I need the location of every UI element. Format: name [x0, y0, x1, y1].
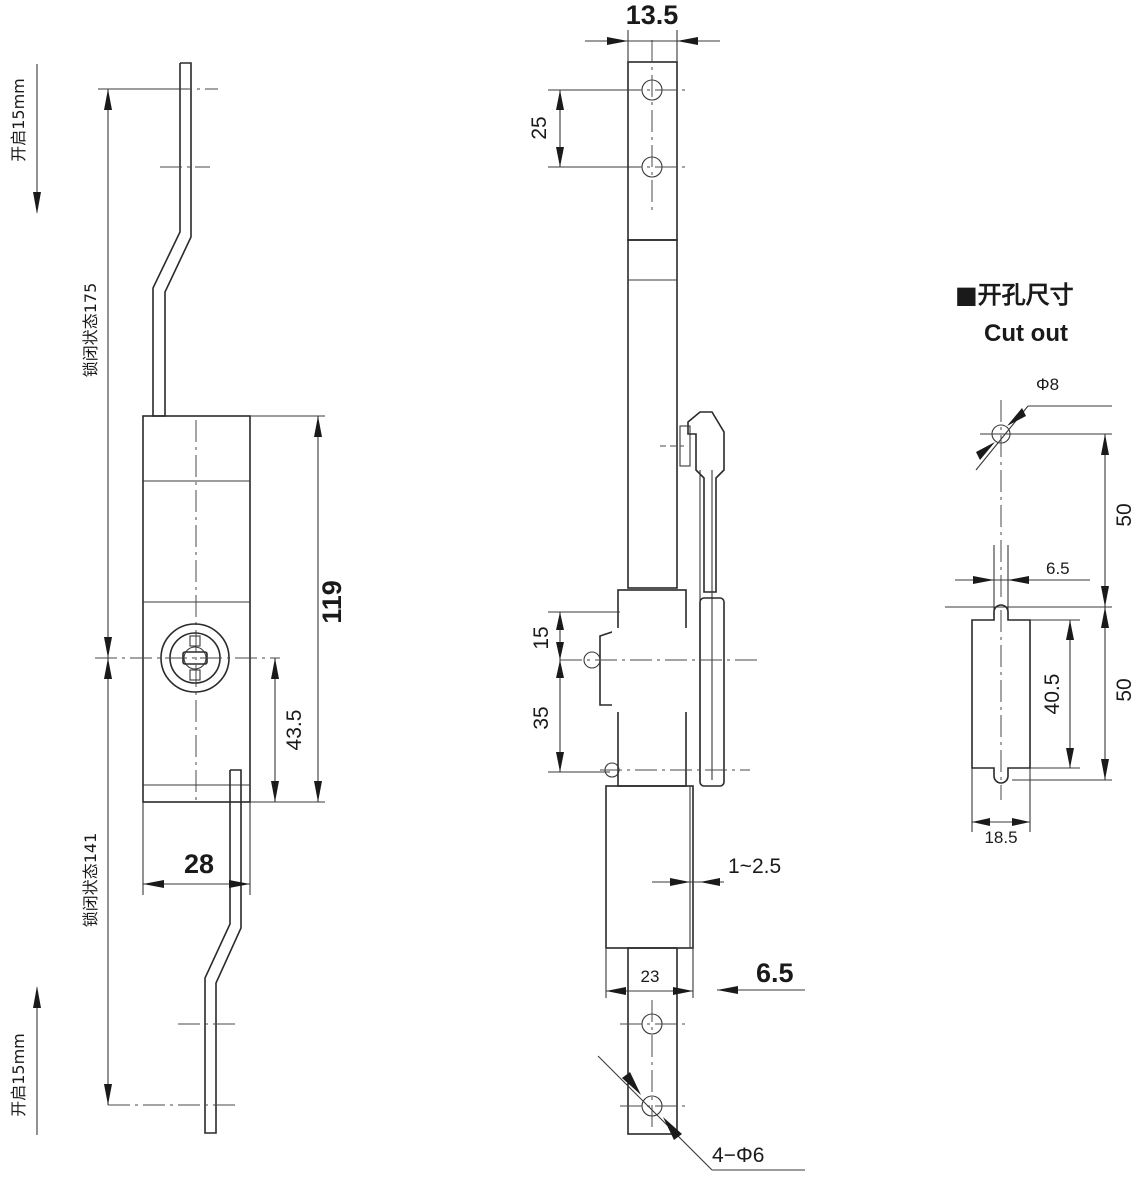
dim-43-5: 43.5: [283, 710, 306, 751]
dim-18-5: 18.5: [984, 828, 1017, 847]
dim-6-5-side: 6.5: [756, 958, 794, 988]
dim-25: 25: [528, 116, 551, 139]
leader-line: [597, 1055, 713, 1171]
dim-locked-175: 锁闭状态175: [81, 283, 100, 378]
upper-rod: [152, 62, 192, 417]
cutout-title-cn: ■开孔尺寸: [955, 281, 1074, 309]
dim-13-5: 13.5: [626, 0, 679, 30]
dim-1-2-5: 1~2.5: [728, 855, 781, 878]
lower-rod: [204, 769, 242, 1134]
dim-4-phi6: 4−Φ6: [712, 1144, 764, 1167]
dim-23: 23: [641, 967, 660, 986]
cutout-view: ■开孔尺寸 Cut out Φ8 50 6.5 40.5: [945, 281, 1136, 847]
cylinder-face: [618, 634, 686, 702]
cutout-title-en: Cut out: [984, 320, 1068, 347]
handle-lower: [699, 597, 725, 787]
dim-40-5: 40.5: [1041, 674, 1064, 715]
front-view: 锁闭状态175 锁闭状态141 开启15mm 开启15mm 119 43.5 2: [9, 62, 347, 1135]
dim-50-top: 50: [1113, 503, 1136, 526]
side-view: 13.5 25 15 35 1~2.5 23 6.5: [528, 0, 805, 1171]
handle: [687, 411, 725, 593]
dim-28: 28: [184, 849, 214, 879]
dim-35: 35: [530, 706, 553, 729]
lower-rod-side: [605, 785, 694, 949]
dim-phi8: Φ8: [1036, 375, 1059, 394]
upper-rod-side: [627, 239, 678, 589]
lock-body: [142, 415, 251, 803]
dim-50-bottom: 50: [1113, 678, 1136, 701]
open-15mm-top: 开启15mm: [9, 78, 28, 162]
open-15mm-bottom: 开启15mm: [9, 1033, 28, 1117]
dim-119: 119: [317, 580, 347, 624]
bottom-plate: [627, 947, 678, 1135]
dim-6-5-cutout: 6.5: [1046, 559, 1070, 578]
dim-15: 15: [530, 626, 553, 649]
dim-locked-141: 锁闭状态141: [81, 833, 100, 928]
